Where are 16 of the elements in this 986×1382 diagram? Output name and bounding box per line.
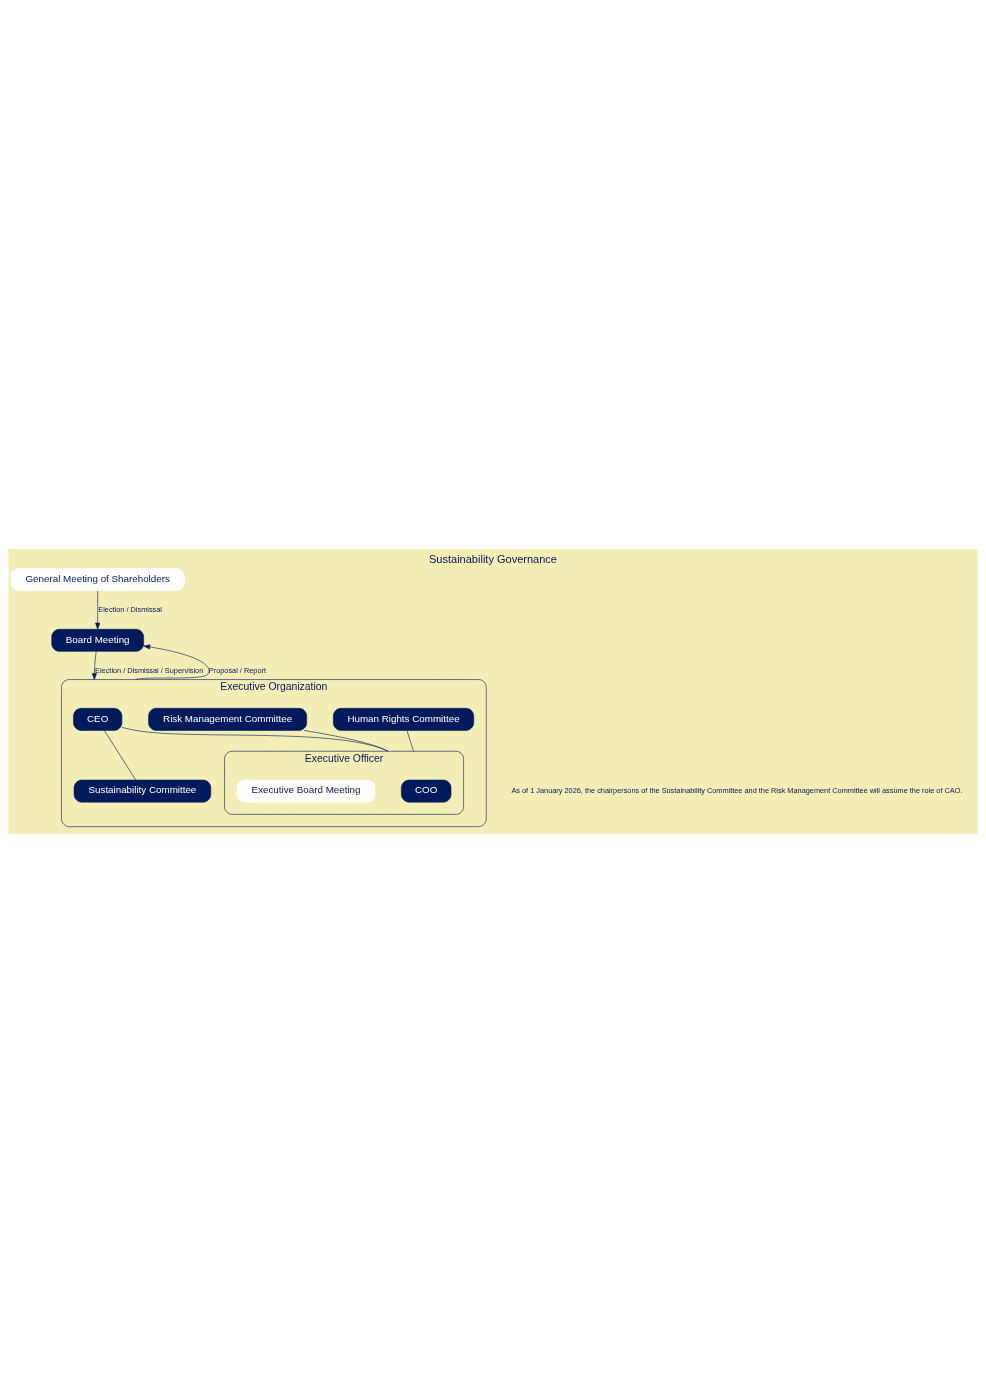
- node-box: General Meeting of Shareholders: [10, 567, 185, 591]
- arrow: [91, 650, 97, 680]
- connector: [121, 726, 389, 752]
- node-box: Executive Board Meeting: [236, 779, 376, 802]
- arrow: [95, 590, 101, 629]
- node-box: Human Rights Committee: [333, 707, 474, 731]
- node-box: Sustainability Committee: [73, 779, 212, 802]
- connector: [303, 729, 389, 752]
- diagram-title: Sustainability Governance: [429, 552, 557, 565]
- connector: [406, 729, 414, 752]
- node-box: Risk Management Committee: [148, 707, 307, 731]
- arrow: [135, 644, 210, 680]
- connector: [104, 729, 136, 780]
- node-box: Board Meeting: [51, 628, 144, 652]
- node-box: CEO: [73, 707, 123, 731]
- node-box: COO: [401, 779, 452, 802]
